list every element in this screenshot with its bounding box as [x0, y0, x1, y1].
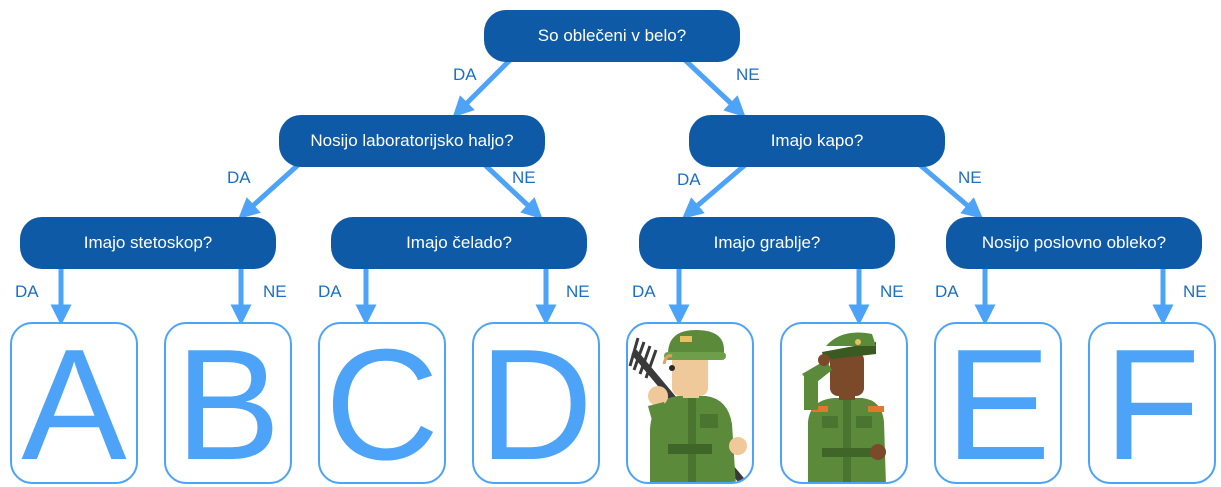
leaf-letter-d: D	[478, 322, 594, 484]
label-root-yes: DA	[453, 65, 477, 84]
label-d: NE	[566, 282, 590, 301]
label-root-no: NE	[736, 65, 760, 84]
leaf-card-soldier-salute	[780, 322, 908, 484]
label-f: NE	[880, 282, 904, 301]
arrow-left-yes	[238, 162, 301, 220]
leaf-letter-e: E	[945, 322, 1051, 484]
arrow-left-no	[482, 162, 543, 220]
leaf-card-a: A	[10, 322, 138, 484]
leaf-letter-b: B	[175, 322, 281, 484]
leaf-card-e: E	[934, 322, 1062, 484]
leaf-letter-f: F	[1103, 322, 1201, 484]
node-right-right: Nosijo poslovno obleko?	[946, 217, 1202, 269]
arrow-root-yes	[452, 57, 513, 118]
label-g: DA	[935, 282, 959, 301]
arrow-root-no	[682, 57, 746, 118]
label-left-yes: DA	[227, 168, 251, 187]
node-left-right: Imajo čelado?	[331, 217, 587, 269]
label-h: NE	[1183, 282, 1207, 301]
label-e: DA	[632, 282, 656, 301]
leaf-letter-a: A	[21, 322, 127, 484]
node-right-left: Imajo grablje?	[639, 217, 895, 269]
leaf-card-c: C	[318, 322, 446, 484]
leaf-card-soldier-rake	[626, 322, 754, 484]
saluting-soldier-icon	[802, 332, 886, 482]
label-right-yes: DA	[677, 170, 701, 189]
leaf-card-f: F	[1088, 322, 1216, 484]
label-left-no: NE	[512, 168, 536, 187]
arrow-right-no	[917, 162, 983, 219]
label-b: NE	[263, 282, 287, 301]
soldier-with-rake-icon	[628, 330, 748, 482]
leaf-card-b: B	[164, 322, 292, 484]
label-c: DA	[318, 282, 342, 301]
label-right-no: NE	[958, 168, 982, 187]
node-root: So oblečeni v belo?	[484, 10, 740, 62]
leaf-card-d: D	[472, 322, 600, 484]
node-left-left: Imajo stetoskop?	[20, 217, 276, 269]
leaf-letter-c: C	[324, 322, 440, 484]
node-left: Nosijo laboratorijsko haljo?	[279, 115, 545, 167]
arrow-right-yes	[682, 162, 748, 219]
label-a: DA	[15, 282, 39, 301]
node-right: Imajo kapo?	[689, 115, 945, 167]
